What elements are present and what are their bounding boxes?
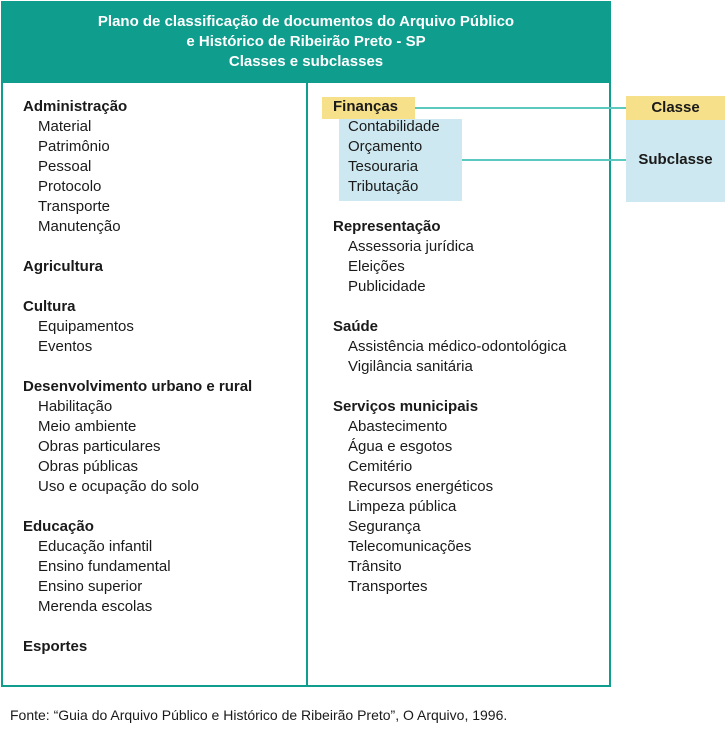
subclass-label: Ensino fundamental [38,558,171,575]
class-label: Finanças [333,98,399,115]
subclass-label: Abastecimento [348,418,448,435]
subclass-label: Assessoria jurídica [348,238,474,255]
subclass-label: Uso e ocupação do solo [38,478,199,495]
class-label: Administração [23,98,128,115]
legend-class-box: Classe [626,96,725,120]
subclass-label: Tesouraria [348,158,419,175]
subclass-label: Eleições [348,258,405,275]
subclass-label: Material [38,118,92,135]
class-label: Agricultura [23,258,104,275]
subclass-label: Educação infantil [38,538,153,555]
subclass-label: Equipamentos [38,318,134,335]
class-label: Educação [23,518,94,535]
class-label: Esportes [23,638,88,655]
source-caption: Fonte: “Guia do Arquivo Público e Histór… [10,707,508,723]
subclass-label: Limpeza pública [348,498,457,515]
subclass-label: Pessoal [38,158,92,175]
subclass-connector-line [462,159,626,161]
column-divider [306,83,308,687]
subclass-label: Habilitação [38,398,113,415]
subclass-label: Ensino superior [38,578,143,595]
subclass-label: Água e esgotos [348,438,453,455]
subclass-label: Tributação [348,178,419,195]
subclass-label: Telecomunicações [348,538,472,555]
subclass-label: Trânsito [348,558,402,575]
subclass-label: Meio ambiente [38,418,137,435]
class-connector-line [415,107,626,109]
subclass-label: Cemitério [348,458,413,475]
class-label: Representação [333,218,441,235]
subclass-label: Transporte [38,198,110,215]
subclass-label: Obras públicas [38,458,139,475]
subclass-label: Obras particulares [38,438,161,455]
subclass-label: Merenda escolas [38,598,153,615]
subclass-label: Recursos energéticos [348,478,494,495]
table-header: Plano de classificação de documentos do … [1,1,611,83]
legend-subclass-box: Subclasse [626,120,725,202]
class-label: Desenvolvimento urbano e rural [23,378,253,395]
subclass-label: Manutenção [38,218,121,235]
class-label: Saúde [333,318,379,335]
subclass-label: Orçamento [348,138,423,155]
financas-class-highlight [322,97,415,119]
header-title-line-1: Plano de classificação de documentos do … [97,13,515,30]
header-title-line-2: e Histórico de Ribeirão Preto - SP [186,33,426,50]
subclass-label: Transportes [348,578,428,595]
subclass-label: Vigilância sanitária [348,358,473,375]
financas-subclass-highlight [339,119,462,201]
class-group-agricultura: Agricultura [23,257,252,277]
subclass-label: Publicidade [348,278,426,295]
class-label: Serviços municipais [333,398,479,415]
subclass-label: Segurança [348,518,421,535]
subclass-label: Contabilidade [348,118,440,135]
subclass-label: Protocolo [38,178,102,195]
subclass-label: Assistência médico-odontológica [348,338,567,355]
subclass-label: Patrimônio [38,138,110,155]
class-group-esportes: Esportes [23,637,252,657]
subclass-label: Eventos [38,338,93,355]
header-subtitle: Classes e subclasses [228,53,384,70]
class-label: Cultura [23,298,76,315]
